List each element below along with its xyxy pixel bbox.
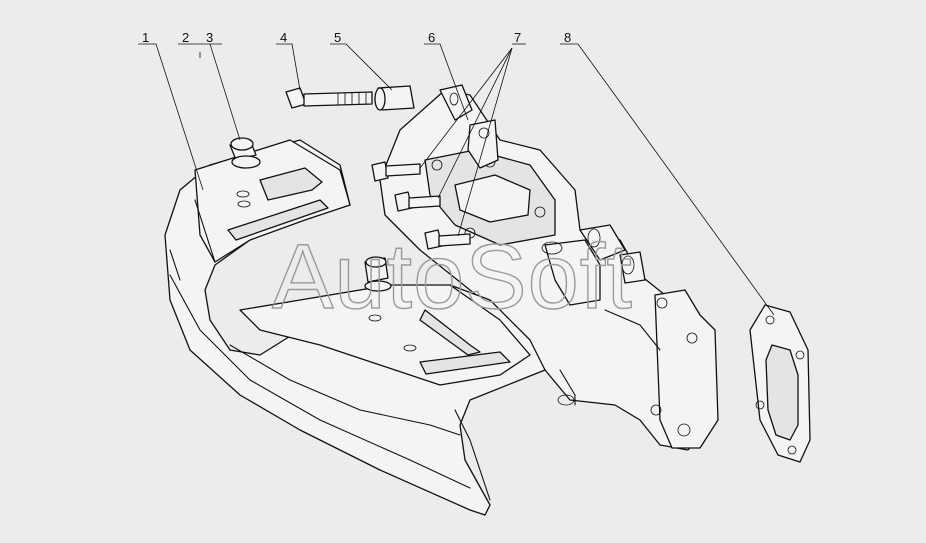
shield-mount-bolt — [229, 137, 261, 169]
leader-lines — [138, 43, 775, 316]
long-bolt — [285, 87, 373, 109]
callout-2: 2 — [182, 30, 189, 45]
gasket — [749, 304, 811, 463]
callout-3: 3 — [206, 30, 213, 45]
callout-7: 7 — [514, 30, 521, 45]
callout-5: 5 — [334, 30, 341, 45]
callouts: 1 2 3 4 5 6 7 8 — [142, 30, 571, 45]
watermark: AutoSoft — [272, 226, 633, 328]
lower-mount-bolt — [364, 256, 392, 292]
flange-bolt-lower — [424, 229, 471, 250]
callout-6: 6 — [428, 30, 435, 45]
callout-4: 4 — [280, 30, 287, 45]
callout-1: 1 — [142, 30, 149, 45]
exhaust-manifold — [379, 84, 719, 451]
spacer-sleeve — [374, 85, 415, 111]
flange-bolt-upper — [371, 161, 421, 182]
flange-bolt-middle — [394, 191, 441, 212]
heat-shield — [164, 139, 546, 516]
callout-8: 8 — [564, 30, 571, 45]
